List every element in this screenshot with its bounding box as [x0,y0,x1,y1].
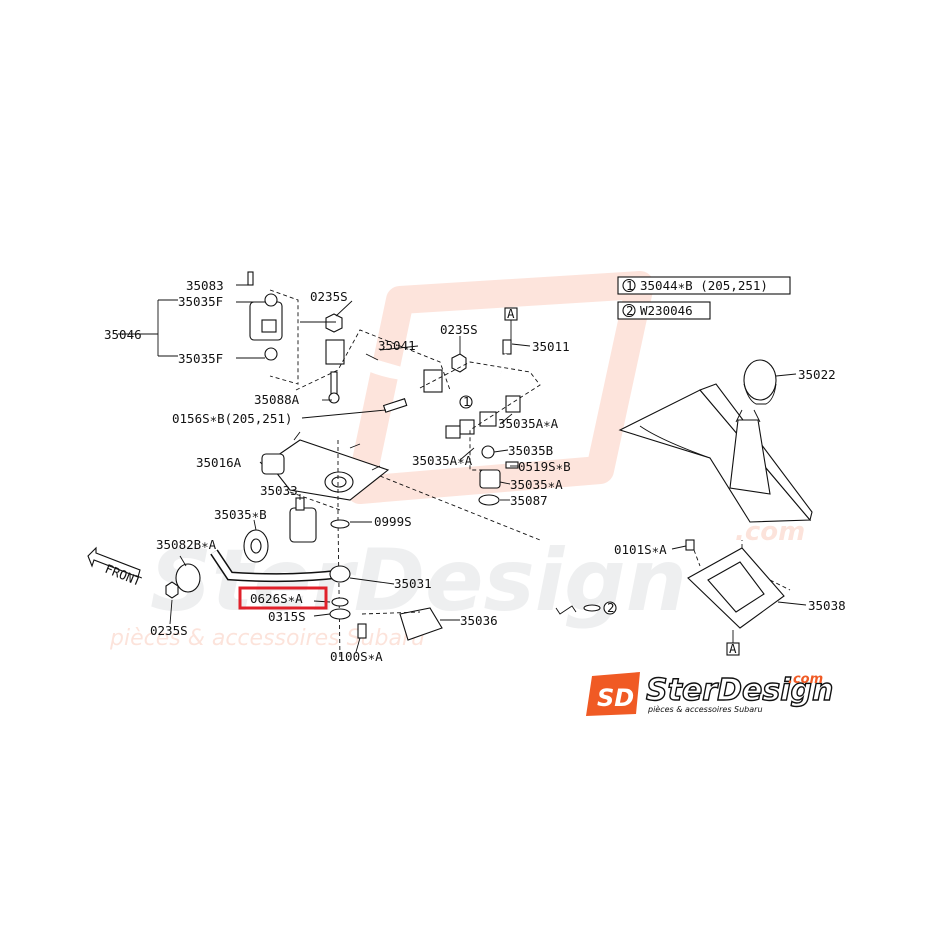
rod-35041 [295,313,467,413]
label-35035F-bottom: 35035F [178,351,223,366]
label-35087: 35087 [510,493,548,508]
legend-circle-2: 2 [626,303,634,318]
label-0235S-b: 0235S [440,322,478,337]
label-0999S: 0999S [374,514,412,529]
circle-marker-2: 2 [607,600,615,615]
label-35011: 35011 [532,339,570,354]
legend: 1 35044∗B (205,251) 2 W230046 [617,276,791,320]
marker-2-bottom: 2 [555,600,617,615]
label-35038: 35038 [808,598,846,613]
label-35022: 35022 [798,367,836,382]
logo-badge-text: SD [597,684,634,712]
label-35016A: 35016A [196,455,242,470]
label-35036: 35036 [460,613,498,628]
bracket-35046 [118,271,299,385]
sterdesign-logo: SD SterDesign .com pièces & accessoires … [586,672,834,716]
part-labels: 35083 35035F 35046 35035F 0235S 35041 02… [104,278,846,664]
watermark-tagline-text: pièces & accessoires Subaru [109,626,425,651]
logo-brand-text: SterDesign [646,673,833,708]
housing-35016A [261,431,541,661]
legend-row-1: 35044∗B (205,251) [640,278,768,293]
logo-tagline-text: pièces & accessoires Subaru [647,704,763,714]
label-35031: 35031 [394,576,432,591]
ref-marker-a-bottom: A [729,641,737,656]
legend-row-2: W230046 [640,303,693,318]
label-35035-A: 35035∗A [510,477,563,492]
highlight-box [238,586,328,610]
label-35035B: 35035B [508,443,553,458]
watermark-background: SterDesign .com pièces & accessoires Sub… [109,271,805,651]
label-0156S-B: 0156S∗B(205,251) [172,411,292,426]
front-arrow: FRONT [87,546,144,589]
label-35041: 35041 [378,338,416,353]
label-0315S: 0315S [268,609,306,624]
label-35035F-top: 35035F [178,294,223,309]
circle-marker-1: 1 [463,394,471,409]
label-35046: 35046 [104,327,142,342]
label-35035A-A-left: 35035A∗A [412,453,473,468]
label-0100S-A: 0100S∗A [330,649,383,664]
ref-marker-a-top: A [507,306,515,321]
label-35088A: 35088A [254,392,300,407]
legend-circle-1: 1 [626,278,634,293]
label-35083: 35083 [186,278,224,293]
label-35082B-A: 35082B∗A [156,537,217,552]
label-0235S-c: 0235S [150,623,188,638]
watermark-domain-text: .com [735,517,805,547]
rod-35031 [165,497,443,641]
bezel-35038: A [685,539,791,656]
label-0101S-A: 0101S∗A [614,542,667,557]
label-0626S-A: 0626S∗A [250,591,303,606]
leader-lines [169,284,807,653]
logo-domain-text: .com [788,672,823,687]
label-0519S-B: 0519S∗B [518,459,571,474]
label-35035-B: 35035∗B [214,507,267,522]
label-35035A-A-right: 35035A∗A [498,416,559,431]
label-35033: 35033 [260,483,298,498]
label-0235S-a: 0235S [310,289,348,304]
lever-35011: 1 A [419,306,541,506]
console-35022 [618,359,813,523]
